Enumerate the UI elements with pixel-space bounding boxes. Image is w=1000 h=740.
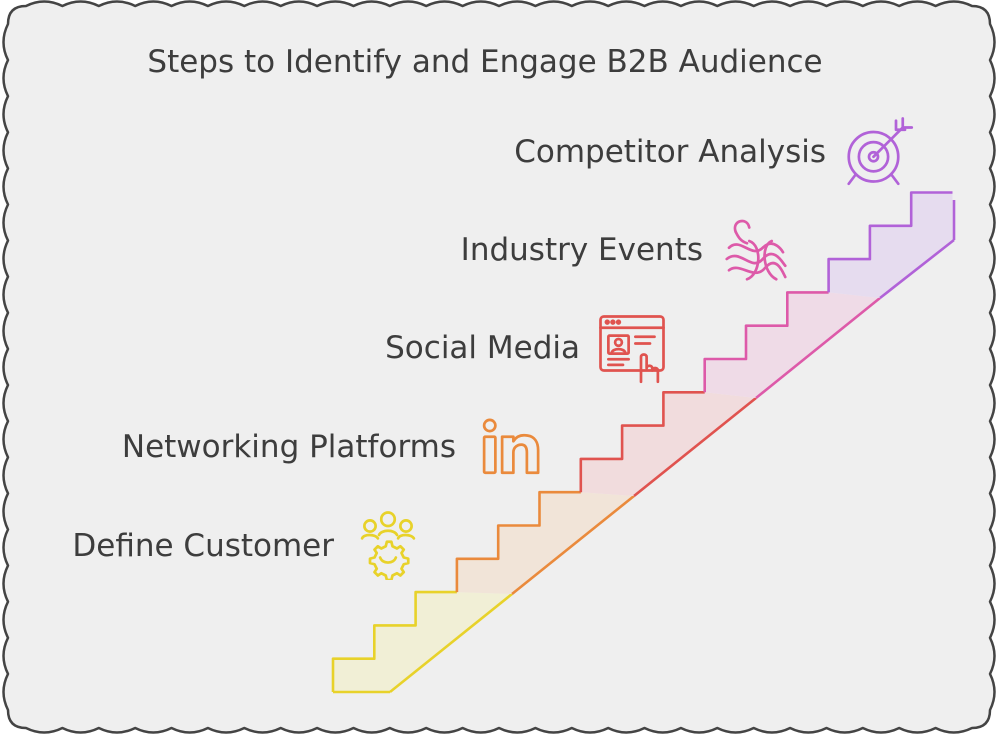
step-label-competitor-analysis: Competitor Analysis <box>514 134 826 170</box>
target-icon <box>842 114 914 186</box>
step-label-social-media: Social Media <box>385 330 580 366</box>
stair-diagonal <box>633 396 757 498</box>
linkedin-icon <box>474 412 546 484</box>
stair-segment-fill <box>580 392 756 496</box>
diagram-title: Steps to Identify and Engage B2B Audienc… <box>147 44 823 80</box>
step-label-industry-events: Industry Events <box>460 232 703 268</box>
stair-diagonal <box>755 296 881 400</box>
stair-segment-fill <box>456 492 634 594</box>
step-label-define-customer: Define Customer <box>72 528 334 564</box>
stair-diagonal <box>389 592 513 694</box>
stair-diagonal <box>511 494 635 596</box>
stair-segment-fill <box>333 592 512 692</box>
event-ribbon-icon <box>720 214 792 286</box>
stair-diagonal <box>879 238 955 300</box>
stair-segment-edge <box>331 590 457 692</box>
stair-segment-fill <box>828 192 954 298</box>
social-profile-icon <box>596 312 668 384</box>
stair-segment-edge <box>579 391 705 493</box>
stair-segment-fill <box>704 292 880 398</box>
stair-segment-edge <box>827 191 953 293</box>
team-gear-icon <box>352 508 424 580</box>
stair-segment-edge <box>703 291 829 393</box>
stair-segment-edge <box>455 490 581 593</box>
step-label-networking-platforms: Networking Platforms <box>121 429 456 465</box>
